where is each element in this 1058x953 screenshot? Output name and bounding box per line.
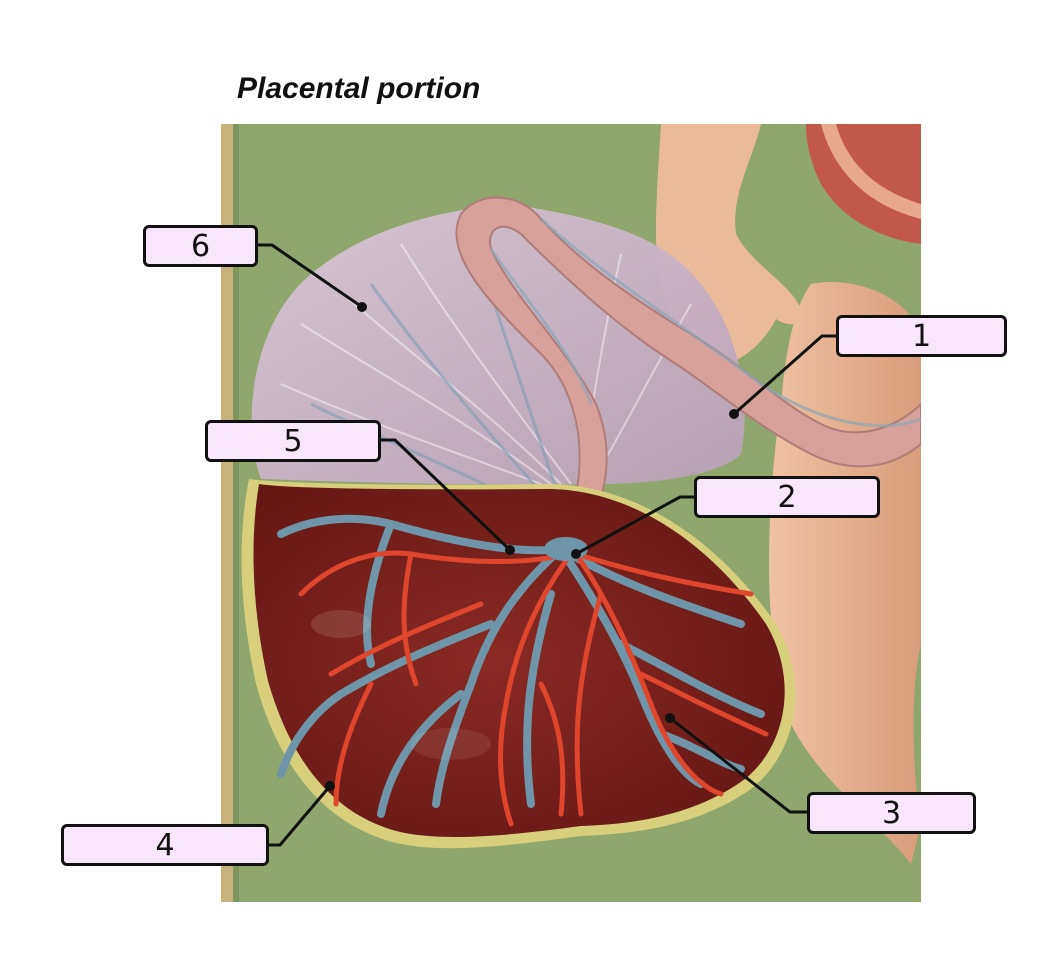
cord-insertion [544, 537, 588, 561]
amnion-membrane [251, 204, 745, 485]
label-box-2: 2 [694, 476, 880, 518]
umbilical-artery-branches [298, 550, 769, 827]
placenta-model-photo [221, 124, 921, 902]
label-box-3: 3 [807, 792, 976, 834]
label-box-4: 4 [61, 824, 269, 866]
label-box-1: 1 [836, 315, 1007, 357]
label-box-5: 5 [205, 420, 381, 462]
board-edge [221, 124, 233, 902]
label-box-6: 6 [143, 225, 258, 267]
page-title: Placental portion [237, 72, 481, 105]
